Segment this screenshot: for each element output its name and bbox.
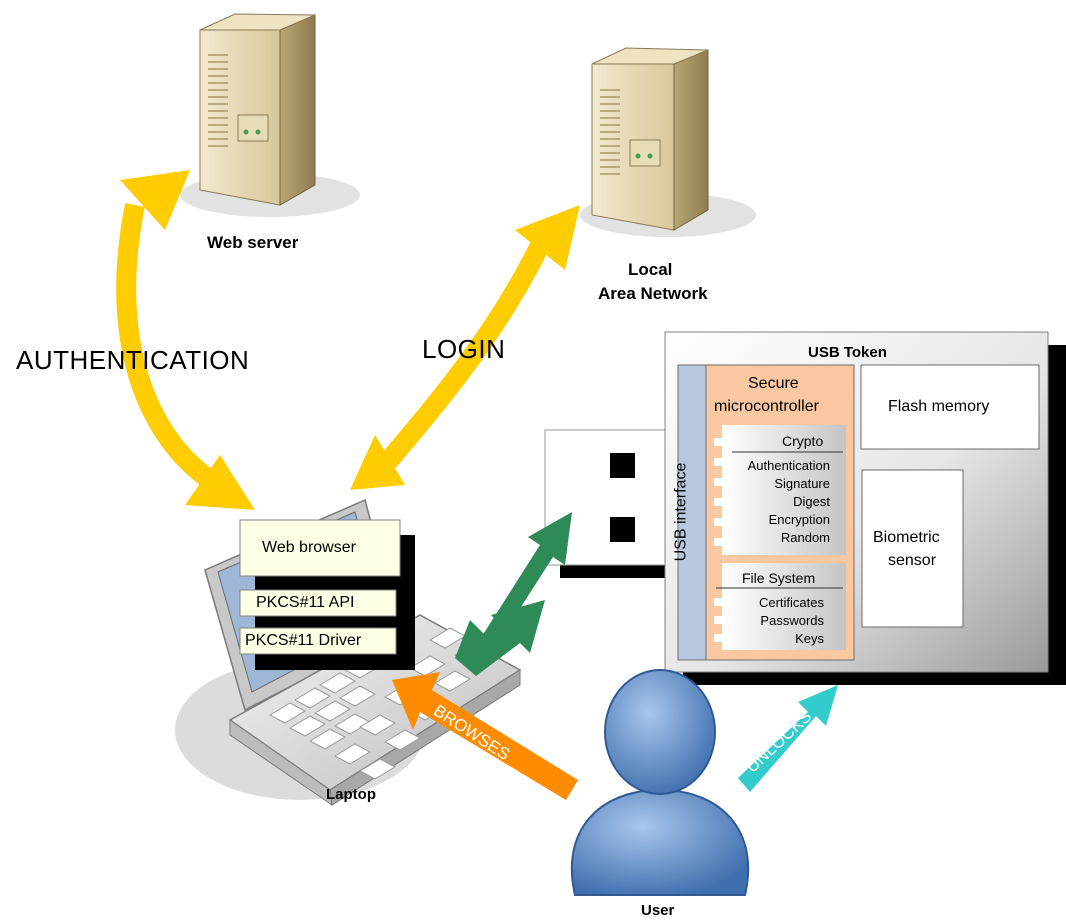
crypto-item: Authentication: [747, 458, 830, 473]
usb-interface-label: USB interface: [672, 462, 690, 562]
file-system-title: File System: [742, 570, 816, 586]
microcontroller-label-line2: microcontroller: [714, 398, 819, 415]
web-server-icon: [180, 13, 360, 217]
login-arrow: [350, 205, 580, 490]
authentication-label: AUTHENTICATION: [16, 345, 250, 375]
biometric-label-line2: sensor: [888, 552, 937, 569]
flash-memory-box: [860, 364, 1040, 450]
web-browser-label: Web browser: [262, 539, 356, 556]
flash-memory-label: Flash memory: [888, 398, 990, 415]
file-system-item: Passwords: [760, 613, 824, 628]
pkcs-driver-box: [239, 627, 397, 655]
web-server-label: Web server: [207, 233, 299, 252]
pkcs-driver-label: PKCS#11 Driver: [245, 632, 362, 649]
authentication-arrow: [116, 170, 255, 510]
usb-token-box: [664, 331, 1066, 685]
lan-label-line1: Local: [628, 260, 673, 279]
microcontroller-label-line1: Secure: [748, 375, 799, 392]
pkcs-api-label: PKCS#11 API: [256, 594, 355, 611]
crypto-item: Encryption: [768, 512, 830, 527]
crypto-box: [722, 425, 846, 555]
biometric-sensor-box: [861, 469, 964, 628]
user-label: User: [641, 902, 675, 919]
crypto-item: Random: [780, 530, 830, 545]
file-system-box: [722, 563, 846, 650]
biometric-label-line1: Biometric: [873, 529, 940, 546]
crypto-item: Signature: [774, 476, 830, 491]
laptop-label: Laptop: [326, 786, 376, 803]
usb-token-title: USB Token: [808, 344, 887, 361]
browses-arrow: [392, 672, 578, 800]
software-stack: [239, 519, 415, 670]
user-icon: [570, 669, 750, 896]
lan-label-line2: Area Network: [598, 284, 708, 303]
lan-server-icon: [580, 47, 756, 237]
usb-arrow: [455, 512, 572, 676]
web-browser-box: [239, 519, 401, 577]
crypto-title: Crypto: [782, 433, 824, 449]
file-system-item: Keys: [795, 631, 824, 646]
pkcs-api-box: [239, 589, 397, 617]
login-label: LOGIN: [422, 334, 506, 364]
crypto-item: Digest: [793, 494, 830, 509]
usb-interface-box: [677, 364, 707, 661]
file-system-item: Certificates: [758, 595, 824, 610]
unlocks-arrow: [738, 685, 838, 792]
